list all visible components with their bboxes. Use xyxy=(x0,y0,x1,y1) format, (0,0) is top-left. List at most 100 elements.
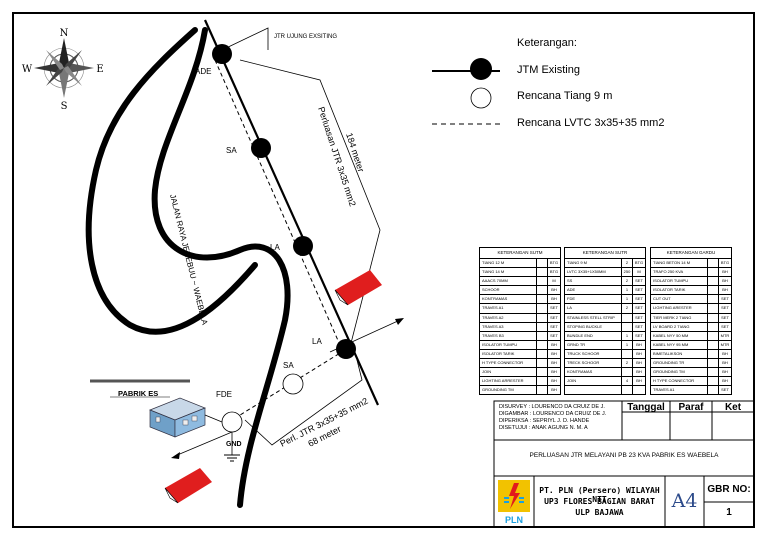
table-cell-qty xyxy=(708,377,719,386)
table-cell-unit: BH xyxy=(722,350,728,356)
table-cell-item: TRAVES A2 xyxy=(480,313,537,322)
table-cell-unit: BH xyxy=(551,287,557,293)
legend-new-pole xyxy=(470,87,492,109)
table-cell-item: STOPING BUCKLE xyxy=(565,322,622,331)
table-cell-item: TIANG 12 M xyxy=(480,259,537,268)
tb-gbr-label: GBR NO: xyxy=(707,484,751,495)
compass-s: S xyxy=(61,101,68,112)
table-cell-qty xyxy=(622,322,633,331)
table-cell-qty xyxy=(537,295,548,304)
table-row: TIER MERK 2 TIANG SET xyxy=(651,313,731,323)
table-cell-item: TRAVES A3 xyxy=(480,322,537,331)
table-cell-item: LVTC 3X35+1X50MM xyxy=(565,268,622,277)
tb-col-paraf: Paraf xyxy=(678,402,704,413)
table-cell-unit: MTR xyxy=(720,341,730,347)
table-cell-unit: BH xyxy=(551,369,557,375)
table-cell-qty: 1 xyxy=(622,295,633,304)
table-cell-qty xyxy=(537,349,548,359)
table-cell-qty: 1 xyxy=(622,331,633,340)
table-row: TRAVES A2 SET xyxy=(480,313,560,323)
table-cell-unit: BH xyxy=(551,387,557,393)
table-cell-unit: BH xyxy=(722,360,728,366)
table-cell-item: BUNDLE END xyxy=(565,331,622,340)
table-cell-item: GROUNDING TM xyxy=(480,386,537,395)
table-cell-qty xyxy=(622,349,633,359)
tb-project: PERLUASAN JTR MELAYANI PB 23 KVA PABRIK … xyxy=(529,452,719,459)
table-cell-qty xyxy=(622,386,633,395)
table-cell-qty xyxy=(708,368,719,377)
table-cell-item: SS xyxy=(565,277,622,286)
table-cell-item: LA xyxy=(565,304,622,313)
table-row xyxy=(565,386,645,395)
table-row: ISOLATOR TARIK BH xyxy=(651,286,731,296)
table-cell-item: KONTRAMAS xyxy=(565,368,622,377)
table-cell-unit: BH xyxy=(636,360,642,366)
table-cell-unit: SET xyxy=(721,305,729,311)
ground-label: GND xyxy=(226,441,242,448)
table-cell-qty xyxy=(537,377,548,386)
pole-new-fde xyxy=(221,411,243,433)
tb-gbr-no: 1 xyxy=(726,507,732,518)
table-cell-qty xyxy=(537,313,548,322)
table-cell-unit xyxy=(633,386,645,394)
table-row: GROUNDING TM BH xyxy=(480,386,560,395)
table-cell-item: FDE xyxy=(565,295,622,304)
table-cell-unit: SET xyxy=(550,314,558,320)
pole-ade xyxy=(212,44,232,64)
table-cell-unit: SET xyxy=(721,314,729,320)
table-cell-item: TRAVES A1 xyxy=(651,386,708,395)
table-cell-qty: 4 xyxy=(622,377,633,386)
table-cell-item: ISOLATOR TUMPU xyxy=(651,277,708,286)
table-cell-qty: 2 xyxy=(622,304,633,313)
legend-jtm-pole xyxy=(470,58,492,80)
extension-a-outline xyxy=(239,59,381,348)
table-cell-unit: BH xyxy=(722,269,728,275)
table-cell-item: ISOLATOR TARIK xyxy=(480,349,537,359)
table-cell-qty xyxy=(622,368,633,377)
legend-rencana-tiang: Rencana Tiang 9 m xyxy=(517,90,613,102)
pole-label-sa-2: SA xyxy=(283,361,294,370)
table-cell-item: ISOLATOR TARIK xyxy=(651,286,708,295)
tb-disurvey: DISURVEY : LOURENCO DA CRUIZ DE J. xyxy=(499,404,605,410)
table-cell-item: KONTRAMAS xyxy=(480,295,537,304)
table-cell-item xyxy=(565,386,622,395)
table-cell-unit: BTG xyxy=(634,260,644,265)
table-cell-qty xyxy=(708,331,719,340)
table-cell-qty xyxy=(537,277,548,286)
table-cell-item: TIER MERK 2 TIANG xyxy=(651,313,708,322)
table-cell-qty: 2 xyxy=(622,359,633,368)
table-cell-unit: SET xyxy=(635,332,643,338)
ground-icon xyxy=(224,454,240,462)
pole-label-sa: SA xyxy=(226,146,237,155)
compass-w: W xyxy=(22,64,33,75)
table-cell-item: H TYPE CONNECTOR xyxy=(480,359,537,368)
lvtc-dashed-line xyxy=(214,59,341,346)
table-cell-unit: BH xyxy=(722,369,728,375)
pole-label-ade: ADE xyxy=(195,67,211,76)
table-cell-unit: BH xyxy=(722,287,728,293)
table-cell-unit: SET xyxy=(550,305,558,311)
compass-e: E xyxy=(96,64,103,75)
table-cell-qty: 1 xyxy=(622,340,633,349)
factory-label: PABRIK ES xyxy=(118,389,158,398)
table-cell-item: TRAFO 250 KVA xyxy=(651,268,708,277)
tb-company-2: UP3 FLORES BAGIAN BARAT xyxy=(544,497,655,506)
